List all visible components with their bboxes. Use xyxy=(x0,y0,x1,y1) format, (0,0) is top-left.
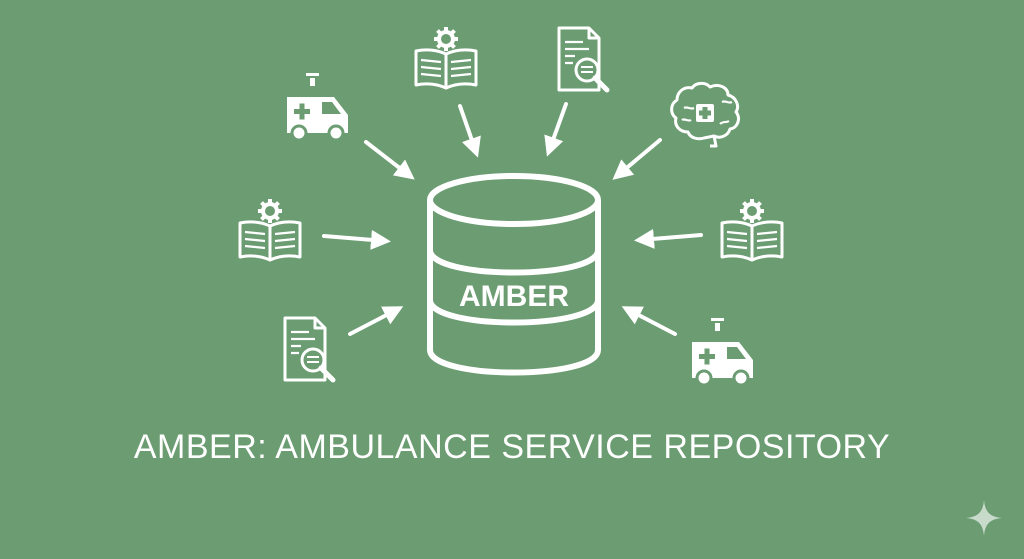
arrow xyxy=(634,228,703,249)
brain-medical-icon xyxy=(670,81,740,148)
book-gear-icon xyxy=(720,197,784,262)
arrow xyxy=(544,102,568,157)
arrow xyxy=(322,229,391,250)
book-gear-icon xyxy=(238,197,302,262)
document-search-icon xyxy=(559,28,607,90)
book-gear-icon xyxy=(414,25,478,90)
document-search-icon xyxy=(285,318,333,380)
arrow xyxy=(348,306,404,336)
arrow xyxy=(621,306,677,336)
ambulance-icon xyxy=(285,71,350,142)
arrow xyxy=(612,138,662,180)
arrow xyxy=(364,140,415,180)
sparkle-icon xyxy=(966,500,1002,536)
database-label: AMBER xyxy=(459,280,569,313)
ambulance-icon xyxy=(690,316,755,387)
amber-database xyxy=(427,173,601,376)
diagram-caption: AMBER: AMBULANCE SERVICE REPOSITORY xyxy=(133,428,891,466)
arrow xyxy=(458,104,481,158)
